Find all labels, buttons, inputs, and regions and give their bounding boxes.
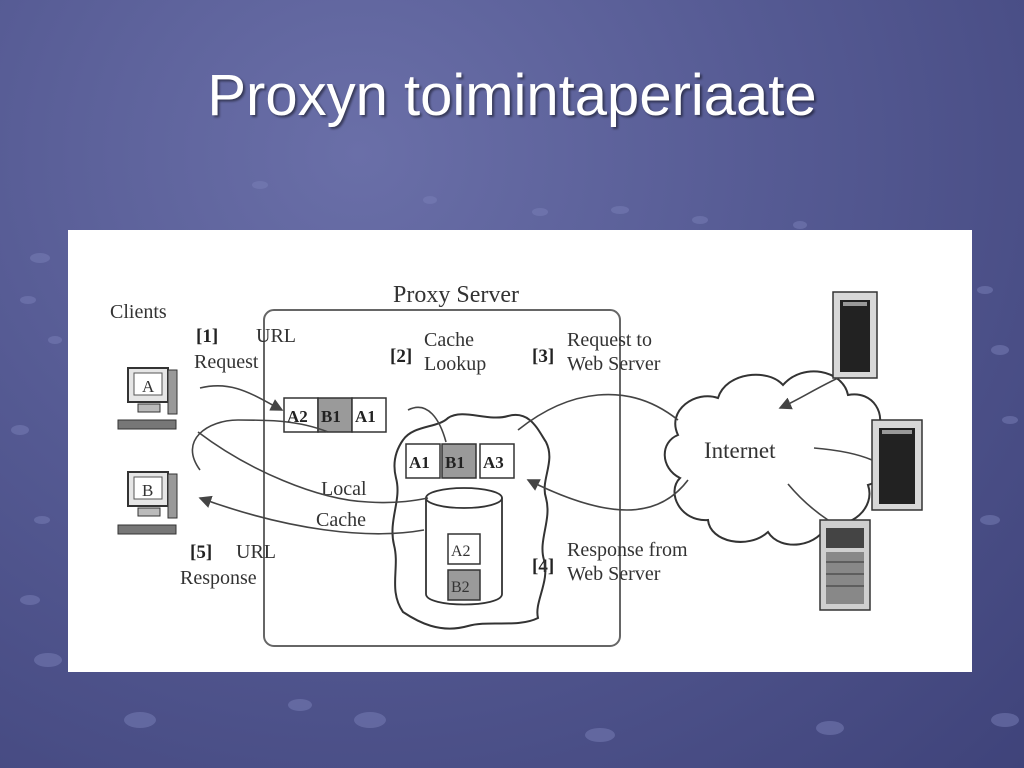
step-3-number: [3] [532, 346, 554, 367]
lookup-item: A3 [483, 453, 504, 472]
internet-label: Internet [704, 438, 776, 463]
proxy-server-box [263, 309, 621, 647]
client-b-label: B [142, 481, 153, 500]
step-2-line1: Cache [424, 329, 474, 351]
step-3-label: [3] Request to Web Server [532, 329, 661, 375]
step-4-number: [4] [532, 556, 554, 577]
proxy-diagram-figure: Proxy Server Clients A B [1] URL Request… [68, 230, 972, 672]
lookup-item: A1 [409, 453, 430, 472]
step-1-number: [1] [196, 326, 218, 347]
step-2-line2: Lookup [424, 353, 486, 375]
cache-item: B2 [451, 579, 470, 596]
cache-item: A2 [451, 543, 471, 560]
step-2-label: [2] Cache Lookup [390, 329, 486, 375]
queue-cell [351, 397, 387, 433]
step-5-label: [5] URL Response [180, 541, 276, 589]
local-cache-label-line2: Cache [316, 509, 366, 531]
lookup-cell [479, 443, 515, 479]
step-5-line1: URL [236, 541, 276, 563]
step-1-label: [1] URL Request [194, 325, 296, 373]
step-4-label: [4] Response from Web Server [532, 539, 688, 585]
proxy-server-label: Proxy Server [393, 282, 519, 308]
web-server-icon [819, 519, 871, 611]
request-queue: A2 B1 A1 [283, 397, 387, 433]
local-cache-database-icon: A2 B2 [425, 487, 503, 606]
step-2-number: [2] [390, 346, 412, 367]
web-server-icon [832, 291, 878, 379]
lookup-cell [405, 443, 441, 479]
client-a-computer-icon: A [117, 367, 178, 430]
cache-lookup-region [391, 413, 551, 630]
step-3-line1: Request to [567, 329, 652, 351]
flow-arrows [191, 377, 873, 535]
slide-title: Proxyn toimintaperiaate [207, 63, 817, 128]
client-b-computer-icon: B [117, 471, 178, 535]
queue-item: A2 [287, 407, 308, 426]
proxy-diagram: Proxy Server Clients A B [1] URL Request… [110, 282, 923, 647]
step-4-line1: Response from [567, 539, 688, 561]
step-3-line2: Web Server [567, 353, 661, 375]
lookup-queue: A1 B1 A3 [405, 443, 515, 479]
lookup-item: B1 [445, 453, 465, 472]
step-4-line2: Web Server [567, 563, 661, 585]
client-a-label: A [142, 377, 155, 396]
step-1-line2: Request [194, 351, 259, 373]
queue-item: A1 [355, 407, 376, 426]
step-5-number: [5] [190, 542, 212, 563]
internet-cloud-icon [663, 370, 889, 546]
clients-label: Clients [110, 301, 167, 323]
local-cache-label-line1: Local [321, 478, 367, 500]
lookup-cell-highlight [441, 443, 477, 479]
step-5-line2: Response [180, 567, 257, 589]
queue-item: B1 [321, 407, 341, 426]
web-server-icon [871, 419, 923, 511]
step-1-line1: URL [256, 325, 296, 347]
